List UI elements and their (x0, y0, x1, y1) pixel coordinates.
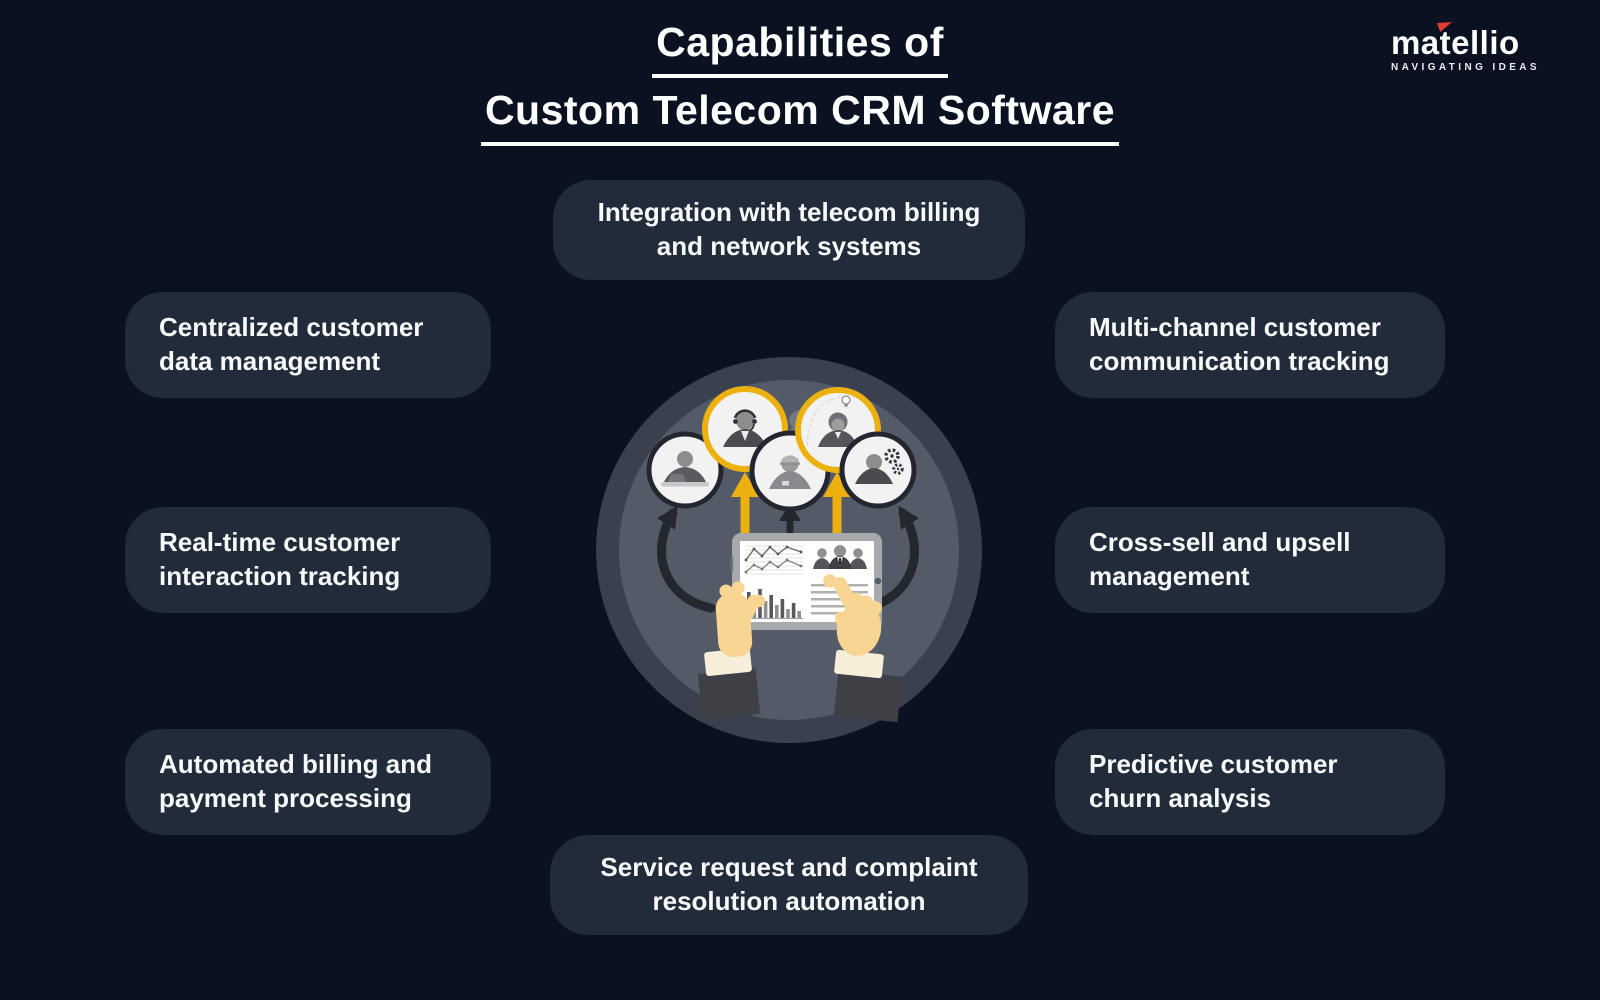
card-cross-sell-label: Cross-sell and upsell management (1089, 527, 1351, 591)
card-automated-billing: Automated billing and payment processing (125, 729, 491, 835)
curved-arrow-left-icon (656, 505, 716, 613)
yellow-up-arrow-left-icon (731, 472, 759, 539)
customers-group-icon (813, 545, 867, 569)
card-service-request: Service request and complaint resolution… (550, 835, 1028, 935)
card-realtime-tracking: Real-time customer interaction tracking (125, 507, 491, 613)
card-service-request-label: Service request and complaint resolution… (600, 852, 978, 916)
title-line-2: Custom Telecom CRM Software (480, 88, 1120, 147)
card-integration-label: Integration with telecom billing and net… (597, 197, 981, 261)
title-line-1: Capabilities of (652, 19, 948, 79)
card-realtime-tracking-label: Real-time customer interaction tracking (159, 527, 401, 591)
avatar-engineer-gears-icon (839, 431, 917, 509)
yellow-up-arrow-right-icon (823, 472, 851, 539)
matellio-logo: matellio NAVIGATING IDEAS (1390, 22, 1540, 73)
page-title: Capabilities of Custom Telecom CRM Softw… (0, 19, 1600, 156)
card-churn-analysis-label: Predictive customer churn analysis (1089, 749, 1338, 813)
card-integration: Integration with telecom billing and net… (553, 180, 1025, 280)
card-multichannel-label: Multi-channel customer communication tra… (1089, 312, 1390, 376)
card-churn-analysis: Predictive customer churn analysis (1055, 729, 1445, 835)
avatar-manager-desk-icon (646, 431, 724, 509)
logo-tagline: NAVIGATING IDEAS (1390, 62, 1540, 73)
left-hand-icon (697, 581, 766, 720)
logo-flag-icon (1436, 22, 1452, 32)
logo-wordmark: matellio (1390, 22, 1540, 61)
black-up-arrow-icon (779, 503, 801, 537)
card-centralized-data-label: Centralized customer data management (159, 312, 424, 376)
card-cross-sell: Cross-sell and upsell management (1055, 507, 1445, 613)
right-hand-icon (823, 574, 903, 723)
logo-text: matellio (1390, 24, 1520, 61)
card-centralized-data: Centralized customer data management (125, 292, 491, 398)
card-multichannel: Multi-channel customer communication tra… (1055, 292, 1445, 398)
crm-hub-illustration (596, 357, 982, 743)
card-automated-billing-label: Automated billing and payment processing (159, 749, 432, 813)
